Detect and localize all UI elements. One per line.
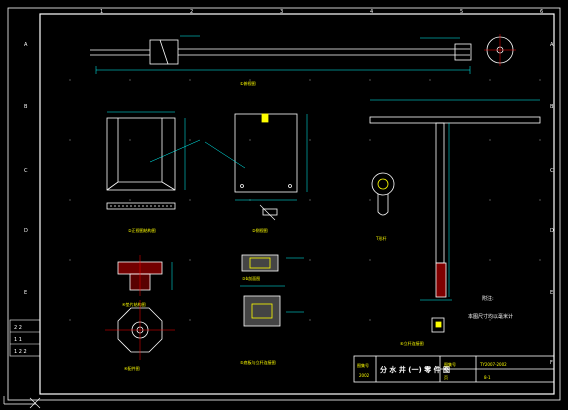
outer-frame xyxy=(7,7,561,401)
col-number: 2 xyxy=(190,9,193,15)
box-front-title: ②正视图结构图 xyxy=(128,227,156,233)
hub-profile xyxy=(117,255,173,296)
row-letter: F xyxy=(550,360,553,366)
revision-row: 1 1 xyxy=(14,337,22,343)
top-rod-view xyxy=(90,35,472,74)
tb-atlas-label: 图集号 xyxy=(444,361,456,367)
notes-line1: 本图尺寸均以毫米计 xyxy=(468,313,513,320)
row-letter: B xyxy=(550,104,554,110)
row-letter: D xyxy=(24,228,28,234)
tb-left-bottom: 2002 xyxy=(359,373,370,378)
tb-page-no: 8-1 xyxy=(484,375,491,380)
section-detail xyxy=(240,254,304,327)
revision-row: 2 2 xyxy=(14,325,22,331)
col-number: 4 xyxy=(370,9,373,15)
detail-b-title: ③b剖面图 xyxy=(242,275,260,281)
col-number: 1 xyxy=(100,9,103,15)
box-front-view xyxy=(106,111,201,210)
t-bottom-title: ⑥立杆连接图 xyxy=(400,340,424,346)
box-side-view xyxy=(204,113,308,221)
row-letters-left: A B C D E xyxy=(24,42,28,296)
row-letter: B xyxy=(24,104,28,110)
section-detail-title: ⑤底板与立杆连接图 xyxy=(240,359,276,365)
row-letter: E xyxy=(24,290,27,296)
col-number: 3 xyxy=(280,9,283,15)
row-letters-right: A B C D E F xyxy=(550,42,554,366)
tb-atlas-no: TY2007-2002 xyxy=(479,362,507,367)
col-number: 6 xyxy=(540,9,543,15)
tb-left-top: 图集号 xyxy=(357,362,369,368)
row-letter: A xyxy=(550,42,554,48)
target-circle xyxy=(484,34,516,66)
hub-title: ④垫片结构图 xyxy=(122,301,146,307)
revision-row: 1 2 2 xyxy=(14,349,27,355)
key-detail xyxy=(371,172,395,216)
row-letter: D xyxy=(550,228,554,234)
row-letter: C xyxy=(550,168,554,174)
row-letter: E xyxy=(550,290,553,296)
notes-label: 附注: xyxy=(482,295,494,302)
box-side-title: ②侧视图 xyxy=(252,227,268,233)
ucs-axis-icon xyxy=(3,396,41,409)
dot-grid xyxy=(69,79,541,321)
tb-drawing-name: 分 水 井 (一) 零 件 图 xyxy=(380,365,450,374)
octagon-title: ④配件图 xyxy=(124,365,140,371)
row-letter: A xyxy=(24,42,28,48)
inner-frame xyxy=(39,13,555,395)
title-block xyxy=(353,355,555,383)
top-view-title: ①俯视图 xyxy=(240,80,256,86)
revision-table xyxy=(9,319,41,357)
row-letter: C xyxy=(24,168,28,174)
t-bar-title: T形杆 xyxy=(375,235,386,241)
col-number: 5 xyxy=(460,9,463,15)
tb-page-label: 页 xyxy=(444,375,448,380)
octagon-plan xyxy=(105,300,175,360)
column-numbers: 1 2 3 4 5 6 xyxy=(100,9,543,15)
t-bar-view xyxy=(369,99,541,333)
